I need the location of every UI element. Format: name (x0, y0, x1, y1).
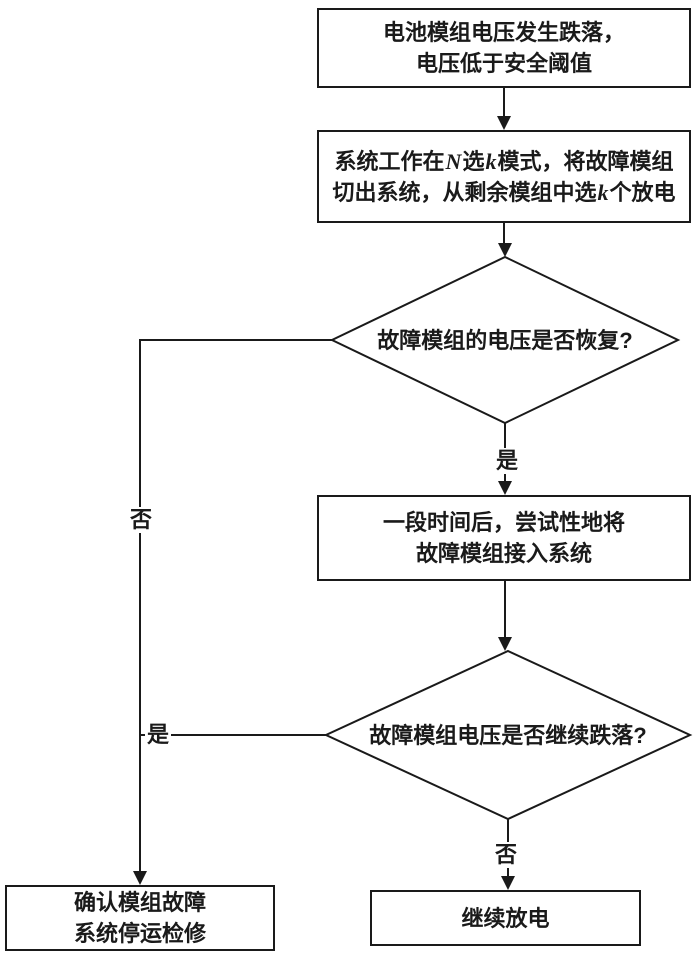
arrowhead-into-mode (497, 116, 511, 130)
node-voltage-drop: 电池模组电压发生跌落， 电压低于安全阈值 (317, 8, 691, 88)
node-confirm-fault: 确认模组故障 系统停运检修 (5, 885, 275, 951)
node-confirm-fault-line1: 确认模组故障 (73, 890, 206, 915)
node-reconnect-line1: 一段时间后，尝试性地将 (382, 510, 625, 535)
text-segment: 选 (462, 148, 485, 174)
decision-continue-drop-shape (323, 649, 693, 821)
decision-voltage-recovered-shape (329, 255, 681, 425)
decision-continue-drop-label: 故障模组电压是否继续跌落? (369, 723, 647, 748)
node-n-choose-k: 系统工作在N选k模式，将故障模组 切出系统，从剩余模组中选k个放电 (317, 130, 691, 223)
text-segment: 个放电 (609, 179, 676, 205)
edge-label-continue-yes: 是 (145, 722, 171, 748)
connector-decision1-no (139, 339, 332, 873)
arrowhead-into-decision1 (498, 243, 512, 257)
node-reconnect-line2: 故障模组接入系统 (415, 541, 592, 566)
node-confirm-fault-line2: 系统停运检修 (73, 921, 206, 946)
arrowhead-into-confirm (133, 871, 147, 885)
text-segment: 切出系统，从剩余模组中选 (332, 179, 597, 205)
edge-label-recovered-yes: 是 (494, 448, 520, 474)
text-segment: 模式，将故障模组 (497, 148, 674, 174)
edge-label-continue-no: 否 (493, 842, 519, 868)
node-voltage-drop-line1: 电池模组电压发生跌落， (382, 20, 625, 45)
edge-label-recovered-no: 否 (128, 507, 154, 533)
arrowhead-into-reconnect (498, 481, 512, 495)
arrowhead-into-decision2 (498, 637, 512, 651)
text-segment: 系统工作在 (334, 148, 445, 174)
node-n-choose-k-line2: 切出系统，从剩余模组中选k个放电 (332, 177, 675, 208)
variable-k: k (597, 179, 609, 205)
node-continue-discharge-label: 继续放电 (461, 905, 550, 931)
node-reconnect: 一段时间后，尝试性地将 故障模组接入系统 (317, 495, 691, 581)
variable-n: N (445, 148, 462, 174)
arrowhead-into-discharge (501, 876, 515, 890)
decision-voltage-recovered-label: 故障模组的电压是否恢复? (377, 328, 633, 353)
node-continue-discharge: 继续放电 (370, 890, 641, 946)
node-n-choose-k-line1: 系统工作在N选k模式，将故障模组 (335, 146, 674, 177)
node-voltage-drop-line2: 电压低于安全阈值 (415, 51, 592, 76)
variable-k: k (485, 148, 497, 174)
